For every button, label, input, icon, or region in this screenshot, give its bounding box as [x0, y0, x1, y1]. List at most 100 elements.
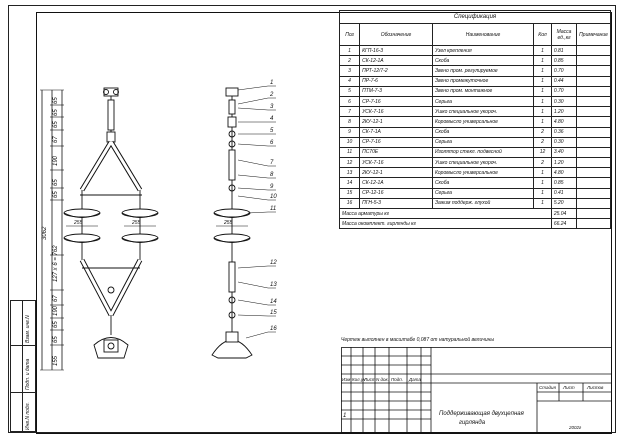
cell-qty: 1 — [533, 167, 552, 179]
dim-label: 190 — [53, 305, 59, 316]
cell-designation: ПР-7-6 — [359, 75, 433, 87]
cell-name: Изолятор стекл. подвесной — [431, 146, 535, 159]
cell-designation: ПРТ-12/7-2 — [359, 65, 433, 77]
cell-designation: 2КУ-12-1 — [359, 116, 433, 128]
cell-pos: 5 — [338, 85, 361, 97]
width-label-right: 255 — [131, 220, 141, 226]
cell-note — [576, 116, 611, 128]
cell-qty: 1 — [533, 75, 552, 87]
stamp-col-kol: Кол.уч — [352, 377, 366, 382]
cell-mass: 5.20 — [550, 197, 578, 210]
total-fittings-note — [576, 207, 611, 220]
cell-qty: 1 — [533, 95, 552, 108]
cell-designation: СК-7-1А — [359, 126, 433, 138]
callout-10: 10 — [270, 194, 277, 200]
cell-designation: ПС70Е — [359, 146, 433, 159]
cell-note — [576, 85, 611, 97]
cell-qty: 1 — [533, 65, 552, 77]
cell-note — [576, 167, 611, 179]
cell-pos: 15 — [338, 187, 361, 199]
cell-note — [576, 157, 611, 169]
stamp-title-line1: Поддерживающая двухцепная — [439, 411, 524, 417]
dim-label: 190 — [53, 155, 59, 166]
total-string-row: Масса окомплект. гирлянды кг 66.24 — [339, 218, 611, 230]
cell-pos: 13 — [338, 167, 361, 179]
cell-name: Скоба — [431, 177, 535, 189]
cell-designation: СК-12-1А — [359, 177, 433, 189]
cell-mass: 1.20 — [550, 106, 578, 118]
cell-designation: СР-7-16 — [359, 136, 433, 148]
stamp-col-podp: Подп. — [391, 377, 403, 382]
left-margin-strip-outer — [10, 300, 22, 432]
total-fittings-row: Масса арматуры кг 25.04 — [339, 207, 611, 220]
drawing-sheet-border — [8, 5, 616, 433]
cell-pos: 3 — [338, 65, 361, 77]
cell-pos: 6 — [338, 95, 361, 108]
cell-mass: 0.70 — [550, 85, 578, 97]
drawing-frame — [36, 12, 612, 434]
dim-label: 65 — [53, 121, 59, 128]
margin-divider — [10, 392, 36, 393]
stamp-format: 2002г — [569, 425, 582, 430]
cell-designation: СР-7-16 — [359, 95, 433, 108]
callout-5: 5 — [270, 128, 274, 134]
cell-qty: 1 — [533, 85, 552, 97]
header-designation: Обозначение — [359, 23, 433, 46]
cell-designation: ПТМ-7-3 — [359, 85, 433, 97]
cell-qty: 12 — [533, 146, 552, 159]
cell-mass: 0.81 — [550, 44, 578, 57]
cell-note — [576, 146, 611, 159]
cell-designation: СК-12-1А — [359, 55, 433, 67]
callout-14: 14 — [270, 299, 277, 305]
total-string-label: Масса окомплект. гирлянды кг — [339, 218, 552, 230]
cell-designation: ПГН-5-3 — [359, 197, 433, 210]
cell-designation: КГП-16-3 — [359, 44, 433, 57]
stamp-col-ndoc: N док. — [376, 377, 389, 382]
cell-pos: 8 — [338, 116, 361, 128]
width-label-left: 255 — [73, 220, 83, 226]
stamp-col-izm: Изм — [342, 377, 351, 382]
cell-name: Коромысло универсальное — [431, 116, 535, 128]
cell-name: Ушко специальное укороч. — [431, 106, 535, 118]
cell-qty: 1 — [533, 177, 552, 189]
dim-label: 67 — [53, 295, 59, 302]
cell-name: Звено промежуточное — [431, 75, 535, 87]
specification-table: Спецификация Поз Обозначение Наименовани… — [338, 10, 611, 230]
dim-label: 65 — [53, 336, 59, 343]
cell-qty: 1 — [533, 197, 552, 210]
cell-pos: 9 — [338, 126, 361, 138]
cell-name: Серьга — [431, 136, 535, 148]
cell-pos: 14 — [338, 177, 361, 189]
cell-mass: 0.70 — [550, 65, 578, 77]
margin-divider — [10, 345, 36, 346]
cell-pos: 12 — [338, 157, 361, 169]
cell-mass: 0.85 — [550, 177, 578, 189]
callout-4: 4 — [270, 116, 274, 122]
cell-pos: 2 — [338, 55, 361, 67]
cell-name: Ушко специальное укороч. — [431, 157, 535, 169]
callout-16: 16 — [270, 326, 277, 332]
cell-mass: 0.85 — [550, 55, 578, 67]
front-view — [63, 87, 159, 359]
total-fittings-value: 25.04 — [550, 207, 578, 220]
cell-note — [576, 65, 611, 77]
total-string-value: 66.24 — [550, 218, 578, 230]
cell-name: Коромысло универсальное — [431, 167, 535, 179]
cell-pos: 11 — [338, 146, 361, 159]
stamp-sheets-label: Листов — [587, 385, 604, 390]
scale-note: Чертеж выполнен в масштабе 0,087 от нату… — [341, 337, 495, 343]
cell-note — [576, 75, 611, 87]
total-fittings-label: Масса арматуры кг — [339, 207, 552, 220]
cell-designation: УСК-7-16 — [359, 157, 433, 169]
callout-1: 1 — [270, 80, 273, 86]
callout-12: 12 — [270, 260, 277, 266]
cell-qty: 2 — [533, 157, 552, 169]
